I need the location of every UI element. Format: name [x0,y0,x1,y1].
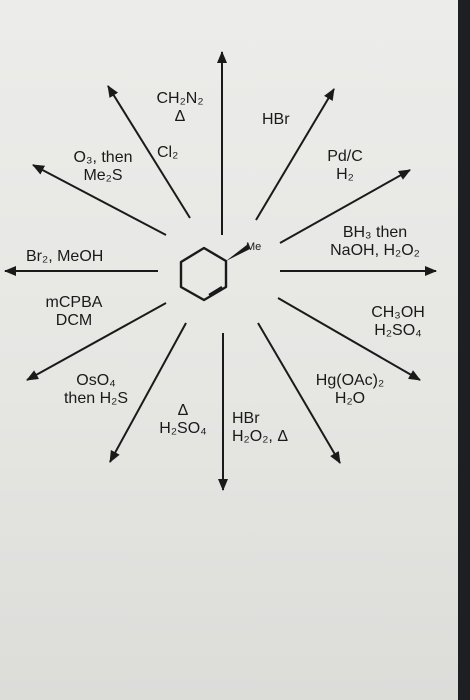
reagent-mcpba: mCPBA DCM [34,294,114,330]
reagent-ozonolysis: O₃, then Me₂S [58,149,148,185]
reagent-br2-meoh: Br₂, MeOH [26,248,103,266]
reagent-line: H₂O [334,390,366,407]
reagent-line: Me₂S [83,167,123,184]
reagent-hbr: HBr [262,111,290,129]
worksheet-paper [0,0,458,700]
reagent-line: NaOH, H₂O₂ [330,242,420,259]
methyl-label: Me [246,241,262,253]
reagent-line: DCM [55,312,93,329]
methyl-wedge-bond [226,244,250,261]
reagent-acid-methanol: CH₃OH H₂SO₄ [358,304,438,340]
reagent-line: Pd/C [327,148,363,165]
reagent-line: H₂O₂, Δ [232,428,288,445]
arrow-oso4 [109,322,187,463]
arrow-acid-methanol [277,297,421,381]
cyclohexene-ring [179,246,228,302]
reagent-oxymercuration: Hg(OAc)₂ H₂O [302,372,398,408]
reagent-line: Hg(OAc)₂ [315,372,385,389]
reagent-line: HBr [262,111,290,128]
reagent-line: Δ [174,108,186,125]
reagent-line: then H₂S [63,390,129,407]
page-edge [458,0,470,700]
reagent-line: H₂SO₄ [374,322,422,339]
reagent-oso4: OsO₄ then H₂S [48,372,144,408]
reagent-line: mCPBA [45,294,103,311]
arrow-cl2 [107,85,191,219]
arrow-mcpba [26,302,167,381]
arrow-ozonolysis [32,164,167,236]
reagent-line: O₃, then [73,149,133,166]
arrow-hbr [255,88,335,221]
reagent-hbr-peroxide: HBr H₂O₂, Δ [232,410,288,446]
reagent-line: H₂SO₄ [159,420,207,437]
reagent-cl2: Cl₂ [157,144,178,162]
reagent-ch2n2: CH₂N₂ Δ [150,90,210,126]
reagent-line: H₂ [336,166,354,183]
arrow-pdc [279,169,411,244]
reagent-line: Cl₂ [157,144,179,161]
reagent-pd-c: Pd/C H₂ [320,148,370,184]
reagent-acid-heat: Δ H₂SO₄ [150,402,216,438]
reagent-hydroboration: BH₃ then NaOH, H₂O₂ [310,224,440,260]
reagent-line: CH₃OH [371,304,425,321]
reagent-line: OsO₄ [76,372,116,389]
reagent-line: BH₃ then [342,224,408,241]
reagent-line: Δ [177,402,189,419]
reagent-line: HBr [232,410,260,427]
reagent-line: Br₂, MeOH [26,248,104,265]
arrow-oxymercuration [257,322,341,464]
reagent-line: CH₂N₂ [156,90,204,107]
